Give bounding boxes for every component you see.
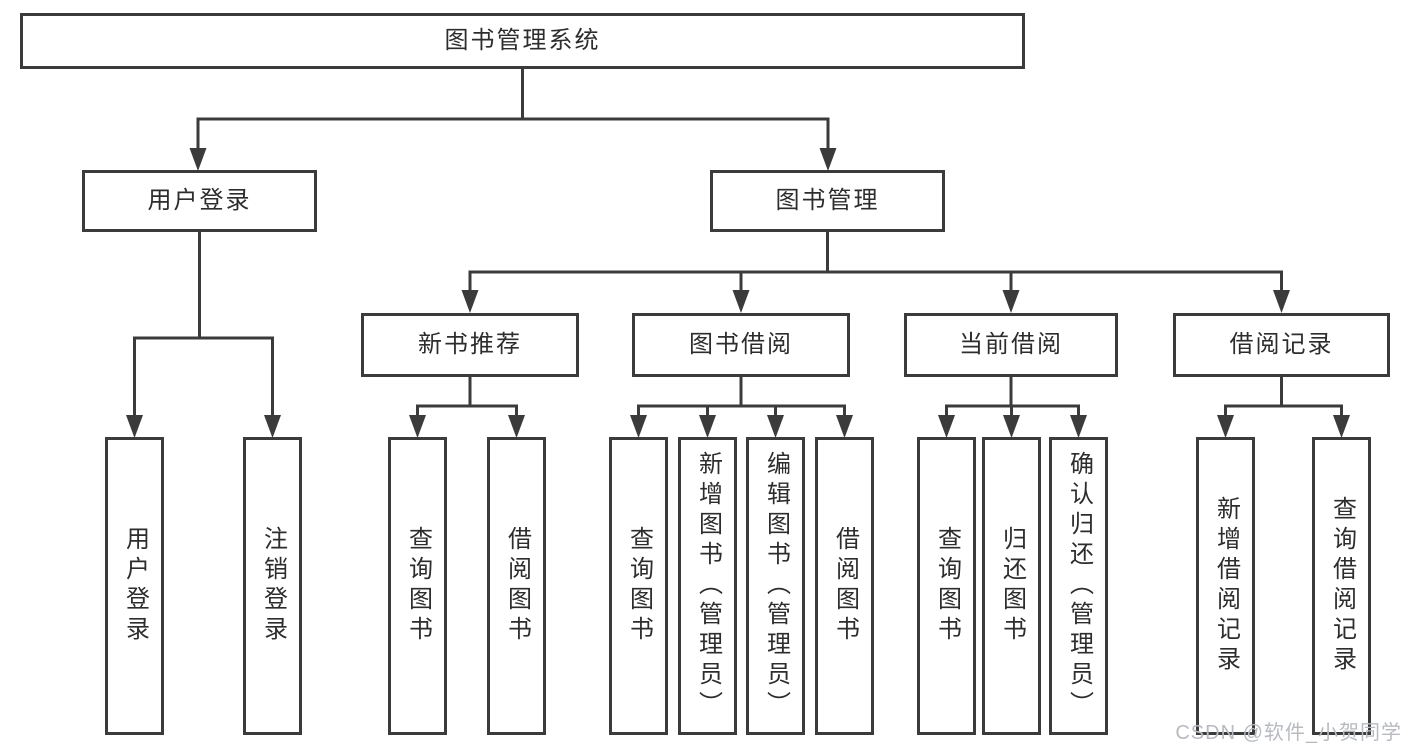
node-label: 归还图书 (998, 526, 1026, 646)
node-label: 编辑图书（管理员） (762, 451, 790, 721)
arrow-down-icon (630, 415, 647, 438)
watermark: CSDN @软件_小贺同学 (1175, 722, 1402, 744)
node-label: 借阅图书 (503, 526, 531, 646)
node-return-books: 归还图书 (982, 437, 1041, 735)
node-label: 用户登录 (147, 187, 252, 214)
arrow-down-icon (1217, 415, 1234, 438)
arrow-down-icon (1002, 290, 1020, 313)
node-new-book-recommend: 新书推荐 (361, 313, 579, 377)
arrow-down-icon (1333, 415, 1350, 438)
arrow-down-icon (508, 415, 525, 438)
node-label: 图书借阅 (689, 331, 793, 358)
node-borrow-books-recommend: 借阅图书 (487, 437, 546, 735)
arrow-down-icon (1003, 415, 1020, 438)
node-label: 查询借阅记录 (1328, 496, 1356, 676)
connector-new-book-recommend-to-children (416, 377, 518, 419)
node-borrow-books-leaf: 借阅图书 (815, 437, 874, 735)
arrow-down-icon (836, 415, 853, 438)
node-label: 借阅图书 (831, 526, 859, 646)
connector-current-borrow-to-children (945, 377, 1080, 419)
node-edit-book-admin: 编辑图书（管理员） (746, 437, 805, 735)
node-label: 新增借阅记录 (1212, 496, 1240, 676)
connector-book-management-to-level3 (468, 232, 1283, 294)
node-label: 查询图书 (625, 526, 653, 646)
node-label: 注销登录 (259, 526, 287, 646)
node-add-borrow-record: 新增借阅记录 (1196, 437, 1255, 735)
node-user-login: 用户登录 (82, 170, 317, 232)
arrow-down-icon (767, 415, 784, 438)
node-label: 查询图书 (404, 526, 432, 646)
node-library-system: 图书管理系统 (20, 13, 1025, 69)
node-query-borrow-record: 查询借阅记录 (1312, 437, 1371, 735)
connector-borrow-records-to-children (1224, 377, 1343, 419)
node-book-management: 图书管理 (710, 170, 945, 232)
node-query-books-borrow: 查询图书 (609, 437, 668, 735)
node-borrow-records: 借阅记录 (1173, 313, 1390, 377)
arrow-down-icon (938, 415, 955, 438)
node-user-login-leaf: 用户登录 (105, 437, 164, 735)
arrow-down-icon (126, 415, 143, 438)
arrow-down-icon (264, 415, 281, 438)
arrow-down-icon (1070, 415, 1087, 438)
node-query-books-current: 查询图书 (917, 437, 976, 735)
node-label: 新书推荐 (418, 331, 522, 358)
node-label: 当前借阅 (959, 331, 1063, 358)
node-label: 确认归还（管理员） (1065, 451, 1093, 721)
arrow-down-icon (699, 415, 716, 438)
arrow-down-icon (189, 148, 207, 171)
node-add-book-admin: 新增图书（管理员） (678, 437, 737, 735)
node-label: 图书管理 (775, 187, 880, 214)
node-query-books-recommend: 查询图书 (388, 437, 447, 735)
node-label: 借阅记录 (1229, 331, 1334, 358)
node-label: 用户登录 (121, 526, 149, 646)
connector-user-login-to-children (133, 232, 274, 419)
connector-root-to-level2 (196, 69, 830, 152)
arrow-down-icon (409, 415, 426, 438)
arrow-down-icon (461, 290, 479, 313)
node-label: 查询图书 (933, 526, 961, 646)
node-current-borrow: 当前借阅 (904, 313, 1118, 377)
node-logout: 注销登录 (243, 437, 302, 735)
connector-book-borrow-to-children (637, 377, 846, 419)
node-book-borrow: 图书借阅 (632, 313, 850, 377)
node-label: 新增图书（管理员） (694, 451, 722, 721)
node-label: 图书管理系统 (444, 27, 601, 54)
arrow-down-icon (732, 290, 750, 313)
arrow-down-icon (1273, 290, 1290, 313)
node-confirm-return-admin: 确认归还（管理员） (1049, 437, 1108, 735)
arrow-down-icon (819, 148, 837, 171)
